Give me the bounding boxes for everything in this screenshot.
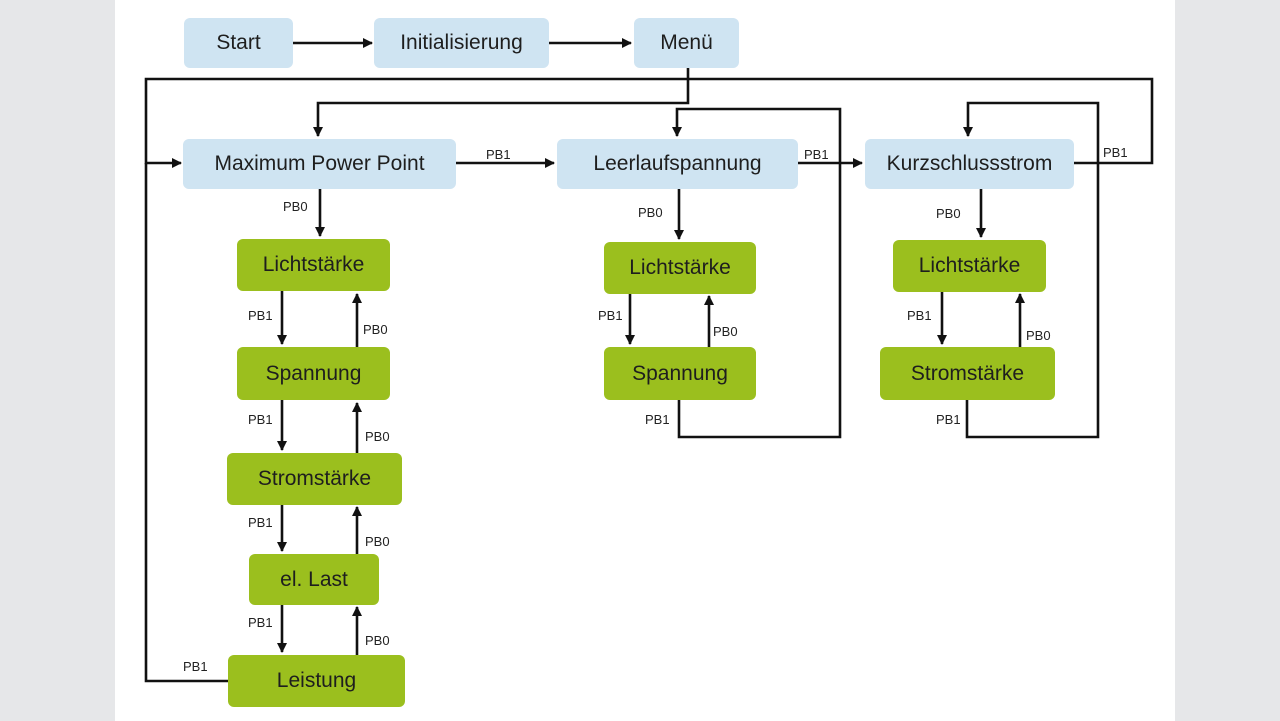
node-leerlaufspannung: Leerlaufspannung bbox=[557, 139, 798, 189]
node-mpp-leistung: Leistung bbox=[228, 655, 405, 707]
label-mpp-leer: PB1 bbox=[486, 147, 511, 162]
label-kurz-licht: PB0 bbox=[936, 206, 961, 221]
node-menu: Menü bbox=[634, 18, 739, 68]
label-last-strom: PB0 bbox=[365, 534, 390, 549]
node-leer-spannung: Spannung bbox=[604, 347, 756, 400]
node-kurzschlussstrom: Kurzschlussstrom bbox=[865, 139, 1074, 189]
label-leistung-mpp: PB1 bbox=[183, 659, 208, 674]
label-leerlicht-spannung: PB1 bbox=[598, 308, 623, 323]
label-kurz-mpp: PB1 bbox=[1103, 145, 1128, 160]
label-leistung-last: PB0 bbox=[365, 633, 390, 648]
node-mpp-el-last: el. Last bbox=[249, 554, 379, 605]
node-initialisierung: Initialisierung bbox=[374, 18, 549, 68]
label-leerspannung-licht: PB0 bbox=[713, 324, 738, 339]
node-maximum-power-point: Maximum Power Point bbox=[183, 139, 456, 189]
edge-menu-mpp bbox=[313, 68, 690, 137]
label-leer-kurz: PB1 bbox=[804, 147, 829, 162]
node-start: Start bbox=[184, 18, 293, 68]
label-spannung-licht: PB0 bbox=[363, 322, 388, 337]
edge-kurz-mpp bbox=[144, 77, 1154, 168]
label-licht-spannung: PB1 bbox=[248, 308, 273, 323]
edge-leistung-mpp bbox=[144, 163, 228, 683]
node-kurz-stromstaerke: Stromstärke bbox=[880, 347, 1055, 400]
node-mpp-lichtstaerke: Lichtstärke bbox=[237, 239, 390, 291]
edge-kurzstrom-kurz bbox=[963, 101, 1100, 439]
label-kurzlicht-strom: PB1 bbox=[907, 308, 932, 323]
node-mpp-stromstaerke: Stromstärke bbox=[227, 453, 402, 505]
edge-leerspannung-leer bbox=[672, 107, 842, 439]
label-last-leistung: PB1 bbox=[248, 615, 273, 630]
node-mpp-spannung: Spannung bbox=[237, 347, 390, 400]
diagram-canvas: PB1 PB1 PB1 PB0 PB1 PB0 PB1 PB0 PB1 PB0 … bbox=[115, 0, 1175, 721]
label-spannung-strom: PB1 bbox=[248, 412, 273, 427]
label-mpp-licht: PB0 bbox=[283, 199, 308, 214]
label-kurzstrom-licht: PB0 bbox=[1026, 328, 1051, 343]
node-leer-lichtstaerke: Lichtstärke bbox=[604, 242, 756, 294]
label-strom-spannung: PB0 bbox=[365, 429, 390, 444]
label-leerspannung-leer: PB1 bbox=[645, 412, 670, 427]
label-leer-licht: PB0 bbox=[638, 205, 663, 220]
label-strom-last: PB1 bbox=[248, 515, 273, 530]
label-kurzstrom-kurz: PB1 bbox=[936, 412, 961, 427]
node-kurz-lichtstaerke: Lichtstärke bbox=[893, 240, 1046, 292]
